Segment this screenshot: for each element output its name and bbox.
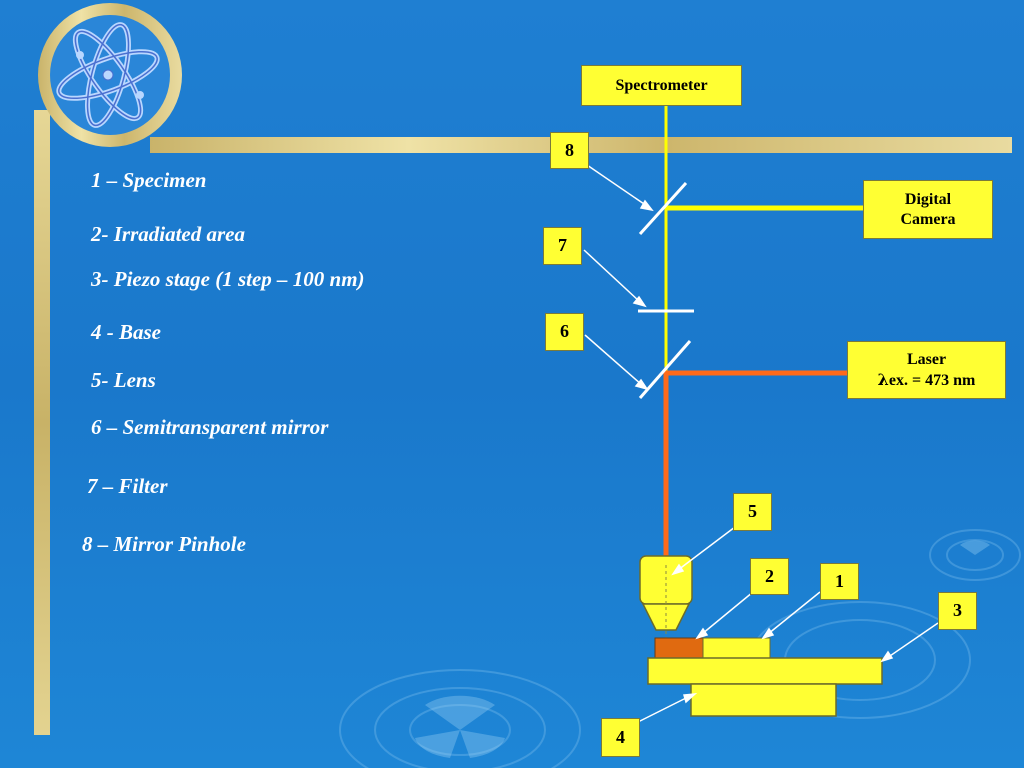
irradiated-area-block xyxy=(702,637,771,659)
legend-item-mirror-pinhole: 8 – Mirror Pinhole xyxy=(82,532,246,556)
callout-8: 8 xyxy=(550,132,589,169)
camera-label-line2: Camera xyxy=(900,210,956,228)
mirror-pinhole xyxy=(638,181,688,236)
legend-item-specimen: 1 – Specimen xyxy=(91,168,207,192)
base xyxy=(690,683,837,717)
callout-7: 7 xyxy=(543,227,582,265)
lambda-symbol: λ xyxy=(877,369,889,389)
camera-label-line1: Digital xyxy=(904,191,952,209)
atom-logo-icon xyxy=(38,3,182,147)
callout-2: 2 xyxy=(750,558,789,595)
legend-item-irradiated-area: 2- Irradiated area xyxy=(91,222,245,246)
legend-item-piezo-stage: 3- Piezo stage (1 step – 100 nm) xyxy=(91,267,365,291)
piezo-stage xyxy=(647,657,883,685)
legend-item-base: 4 - Base xyxy=(91,320,161,344)
radiation-watermark-icon xyxy=(339,529,1021,768)
callout-6: 6 xyxy=(545,313,584,351)
legend-item-semitransparent-mirror: 6 – Semitransparent mirror xyxy=(91,415,329,439)
legend-item-filter: 7 – Filter xyxy=(87,474,168,498)
laser-wavelength: ex. = 473 nm xyxy=(888,371,976,389)
legend-item-lens: 5- Lens xyxy=(91,368,156,392)
laser-label-line2: λex. = 473 nm xyxy=(878,370,976,390)
semitransparent-mirror xyxy=(638,340,692,399)
laser-label-line1: Laser xyxy=(906,351,947,369)
gold-vertical-bar xyxy=(34,110,50,735)
digital-camera-box: Digital Camera xyxy=(863,180,993,239)
callout-1: 1 xyxy=(820,563,859,600)
callout-3: 3 xyxy=(938,592,977,630)
objective-lens xyxy=(639,555,693,638)
specimen xyxy=(654,637,704,659)
callout-5: 5 xyxy=(733,493,772,531)
laser-box: Laser λex. = 473 nm xyxy=(847,341,1006,399)
callout-4: 4 xyxy=(601,718,640,757)
spectrometer-box: Spectrometer xyxy=(581,65,742,106)
